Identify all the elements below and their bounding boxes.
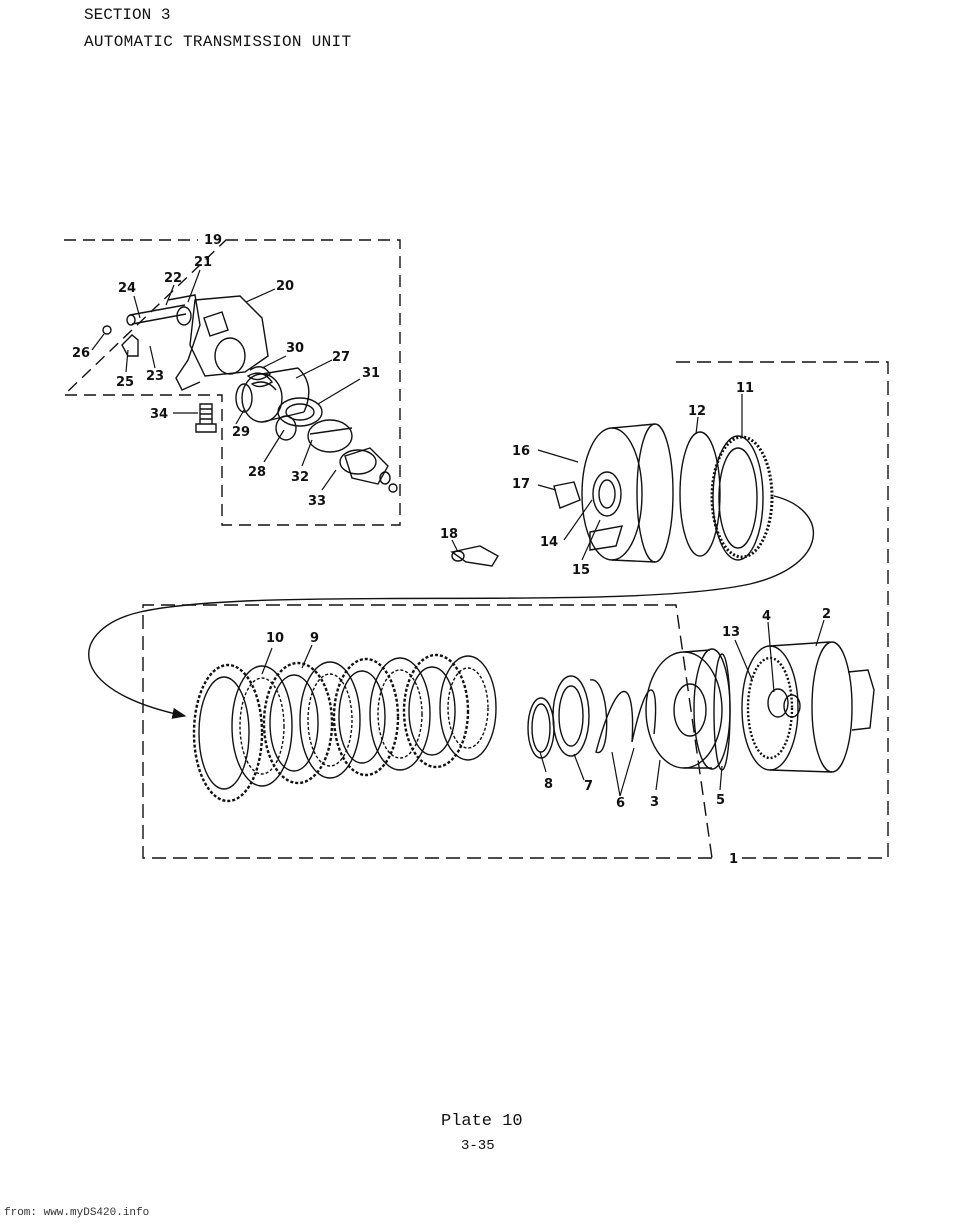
callout-13: 13 bbox=[722, 625, 740, 640]
callout-26: 26 bbox=[72, 346, 90, 361]
piston bbox=[645, 648, 731, 771]
callout-4: 4 bbox=[762, 609, 771, 624]
callout-10: 10 bbox=[266, 631, 284, 646]
callout-21: 21 bbox=[194, 255, 212, 270]
callout-6: 6 bbox=[616, 796, 625, 811]
callout-34: 34 bbox=[150, 407, 168, 422]
clutch-plates bbox=[192, 653, 497, 803]
callout-2: 2 bbox=[822, 607, 831, 622]
assembly-1-boundary bbox=[142, 361, 889, 859]
callout-8: 8 bbox=[544, 777, 553, 792]
assembly-19-boundary bbox=[62, 239, 401, 526]
callout-29: 29 bbox=[232, 425, 250, 440]
source-watermark: from: www.myDS420.info bbox=[4, 1207, 150, 1219]
clutch-drum bbox=[553, 423, 674, 563]
leader-lines bbox=[91, 269, 825, 797]
callout-12: 12 bbox=[688, 404, 706, 419]
ring-and-gear bbox=[679, 431, 774, 561]
callout-17: 17 bbox=[512, 477, 530, 492]
callout-27: 27 bbox=[332, 350, 350, 365]
callout-16: 16 bbox=[512, 444, 530, 459]
callout-31: 31 bbox=[362, 366, 380, 381]
callout-23: 23 bbox=[146, 369, 164, 384]
callout-32: 32 bbox=[291, 470, 309, 485]
callout-30: 30 bbox=[286, 341, 304, 356]
callout-9: 9 bbox=[310, 631, 319, 646]
callout-numbers: 1 2 3 4 5 6 7 8 9 10 11 12 13 14 15 16 1… bbox=[72, 233, 831, 867]
callout-3: 3 bbox=[650, 795, 659, 810]
callout-11: 11 bbox=[736, 381, 754, 396]
part-18 bbox=[450, 545, 499, 567]
callout-14: 14 bbox=[540, 535, 558, 550]
spring-pack bbox=[527, 675, 657, 759]
selector-assembly-parts bbox=[102, 294, 398, 493]
callout-18: 18 bbox=[440, 527, 458, 542]
callout-1: 1 bbox=[729, 852, 738, 867]
callout-20: 20 bbox=[276, 279, 294, 294]
section-title: SECTION 3 bbox=[84, 6, 171, 24]
unit-title: AUTOMATIC TRANSMISSION UNIT bbox=[84, 33, 352, 51]
callout-33: 33 bbox=[308, 494, 326, 509]
callout-5: 5 bbox=[716, 793, 725, 808]
callout-19: 19 bbox=[204, 233, 222, 248]
callout-15: 15 bbox=[572, 563, 590, 578]
callout-7: 7 bbox=[584, 779, 593, 794]
plate-label: Plate 10 bbox=[441, 1112, 523, 1131]
callout-25: 25 bbox=[116, 375, 134, 390]
callout-28: 28 bbox=[248, 465, 266, 480]
page-number: 3-35 bbox=[461, 1138, 495, 1154]
transfer-arrow bbox=[88, 495, 814, 719]
output-drum bbox=[741, 641, 875, 773]
callout-22: 22 bbox=[164, 271, 182, 286]
callout-24: 24 bbox=[118, 281, 136, 296]
